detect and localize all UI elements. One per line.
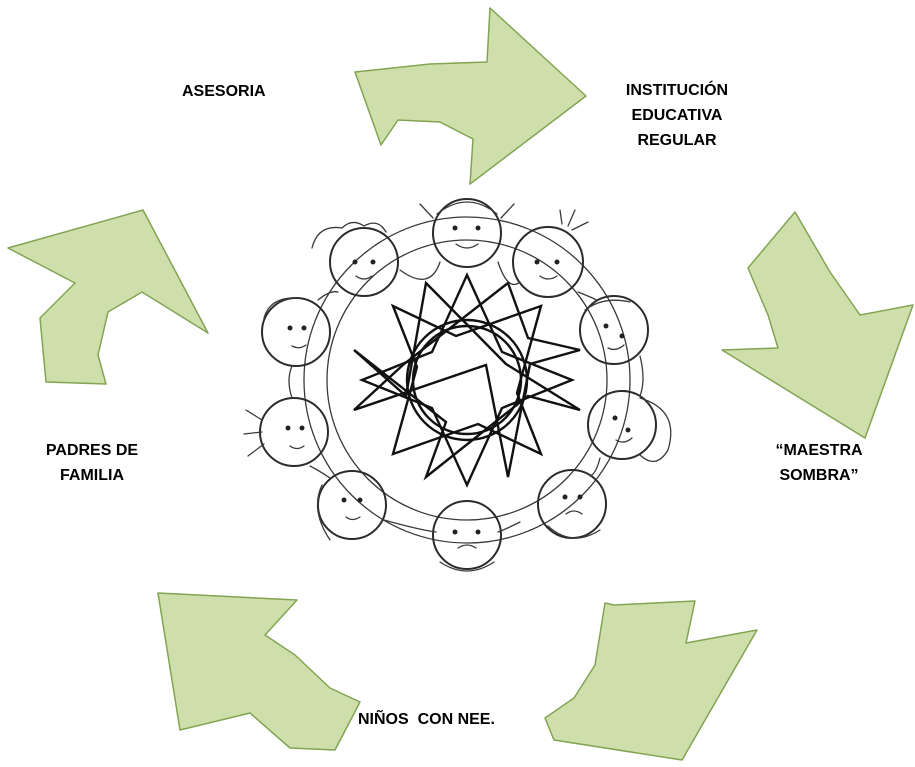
child-face-5	[537, 469, 607, 539]
label-line: SOMBRA”	[779, 467, 859, 484]
label-ninos-con-nee: NIÑOS CON NEE.	[358, 657, 495, 757]
child-face-6	[432, 500, 502, 572]
label-line: “MAESTRA	[775, 442, 863, 459]
label-line: INSTITUCIÓN	[625, 82, 729, 99]
label-ninos-text: NIÑOS CON NEE.	[358, 711, 495, 728]
arrow-ninos-to-padres	[157, 592, 361, 751]
label-padres-de-familia: PADRES DE FAMILIA	[32, 438, 152, 488]
star-4	[353, 280, 581, 481]
child-face-8	[243, 397, 329, 467]
drawing-background	[240, 190, 692, 570]
inner-ring-2	[326, 239, 608, 521]
label-institucion-educativa-regular: INSTITUCIÓN EDUCATIVA REGULAR	[611, 78, 743, 153]
inner-ring	[303, 216, 631, 544]
child-face-7	[316, 470, 387, 541]
child-face-10	[311, 221, 399, 297]
label-line: PADRES DE	[45, 442, 139, 459]
star-center-circle-inner	[411, 324, 523, 436]
star-center-circle	[405, 318, 529, 442]
label-asesoria-text: ASESORIA	[182, 83, 266, 100]
cycle-arrows	[7, 7, 914, 761]
child-face-2	[512, 209, 589, 298]
label-line: EDUCATIVA	[631, 107, 723, 124]
arrow-maestra-to-ninos	[544, 600, 758, 761]
child-face-4	[587, 390, 672, 462]
child-face-9	[261, 297, 331, 367]
arrow-asesoria-to-institucion	[354, 7, 587, 185]
label-line: REGULAR	[637, 132, 717, 149]
arrow-padres-to-asesoria	[7, 209, 209, 385]
star-2	[390, 303, 544, 457]
label-maestra-sombra: “MAESTRA SOMBRA”	[760, 438, 878, 488]
hands-ring	[288, 261, 644, 533]
children-circle-drawing-icon	[240, 190, 692, 572]
child-face-1	[419, 198, 515, 268]
arrow-institucion-to-maestra	[721, 211, 914, 439]
child-face-3	[579, 295, 649, 365]
label-line: FAMILIA	[60, 467, 124, 484]
label-asesoria: ASESORIA	[182, 79, 266, 104]
